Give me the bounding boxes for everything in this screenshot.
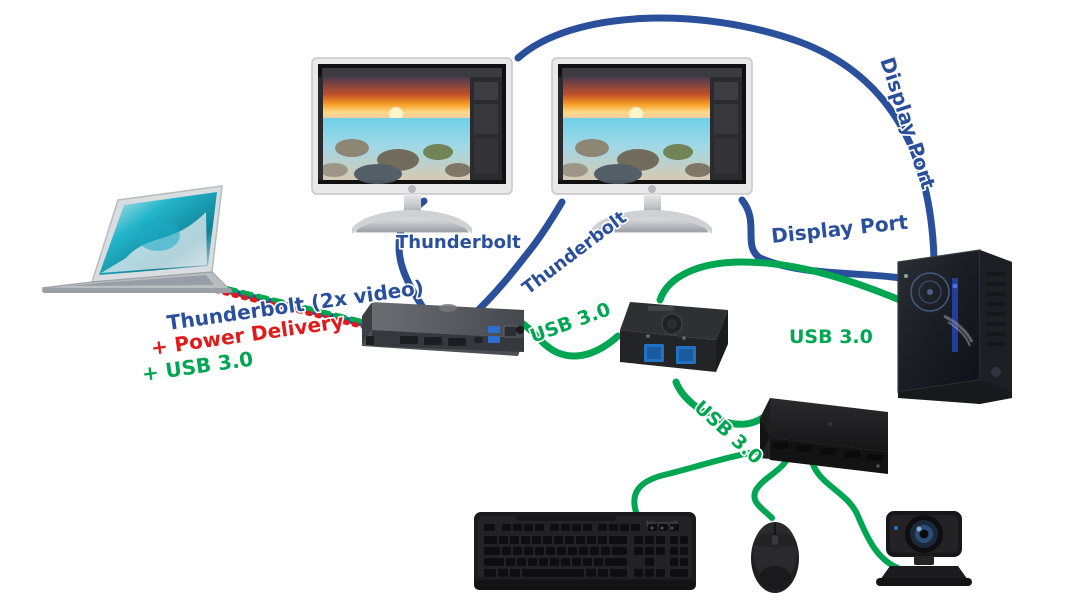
label-usb30-dock-switch: USB 3.0 [527,298,613,347]
device-dock[interactable] [362,302,524,356]
label-thunderbolt-monitor-1: Thunderbolt [396,232,521,253]
device-keyboard[interactable]: Microsoft [474,512,696,590]
cable-displayport-top-arc [514,14,938,262]
label-usb30-switch-hub: USB 3.0 [690,396,767,468]
device-monitor-left[interactable] [311,57,513,234]
cable-usb-switch-to-hub [672,378,772,428]
cable-usb-switch-to-tower [656,258,904,304]
cable-hub-to-mouse [751,449,793,521]
device-pc-tower[interactable] [897,249,1012,404]
cable-hub-to-webcam [809,459,901,571]
device-usb-hub[interactable] [760,398,888,474]
cable-thunderbolt-right-monitor [466,198,566,322]
label-display-port-tower-low: Display Port [770,210,909,248]
label-display-port-tower-top: Display Port [875,54,940,192]
cable-usb-dock-to-switch [516,318,622,360]
device-monitor-right[interactable] [551,57,753,234]
device-webcam[interactable] [876,511,972,586]
device-laptop[interactable] [41,185,234,293]
label-thunderbolt-monitor-2: Thunderbolt [518,207,631,299]
device-usb-switch[interactable] [620,302,728,372]
device-mouse[interactable] [751,522,799,593]
cable-hub-to-keyboard [631,447,775,515]
label-usb30-switch-tower: USB 3.0 [789,326,873,348]
